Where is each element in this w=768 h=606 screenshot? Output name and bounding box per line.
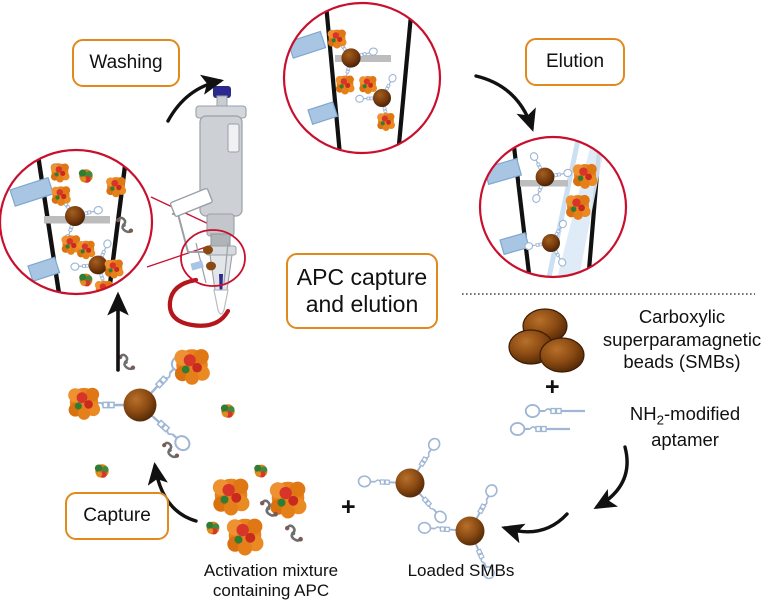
legend-aptamer-sub: 2	[656, 412, 665, 428]
step-box-capture[interactable]: Capture	[65, 492, 169, 540]
arrows-layer	[107, 74, 629, 544]
magnet-ring	[167, 277, 231, 328]
label-activation-mixture: Activation mixture containing APC	[178, 561, 364, 602]
step-label-elution: Elution	[545, 50, 605, 72]
legend-smb-line2: superparamagnetic	[602, 328, 762, 350]
activation-mixture-line1: Activation mixture	[203, 561, 339, 580]
legend-aptamer-rest: -modified	[664, 403, 741, 424]
step-box-apc-capture-elution[interactable]: APC capture and elution	[286, 253, 438, 329]
inset-top	[282, 1, 442, 155]
legend-smb-line1: Carboxylic	[638, 306, 726, 327]
loaded-smbs-line1: Loaded SMBs	[407, 561, 515, 580]
smb-icon	[508, 308, 585, 373]
center-box-line1: APC capture	[296, 263, 428, 290]
legend-aptamer-line1: NH2-modified	[610, 403, 760, 429]
legend-aptamer-nh: NH	[629, 403, 657, 424]
legend-smb-line3: beads (SMBs)	[623, 351, 741, 373]
step-box-washing[interactable]: Washing	[72, 39, 180, 87]
label-loaded-smbs: Loaded SMBs	[381, 561, 541, 581]
step-label-washing: Washing	[89, 51, 163, 73]
step-box-elution[interactable]: Elution	[525, 38, 625, 86]
loaded-smbs-illustration	[357, 435, 500, 582]
legend-aptamer-line2: aptamer	[651, 428, 719, 450]
arrow-legend-to-loaded	[593, 445, 629, 510]
inset-elution	[478, 135, 628, 279]
legend-graphics	[462, 293, 755, 437]
step-label-capture: Capture	[83, 504, 151, 526]
arrow-to-elution-inset	[474, 74, 536, 132]
legend-label-aptamer: NH2-modified aptamer	[610, 403, 760, 451]
arrow-loaded-to-capture	[501, 512, 569, 544]
pipette-illustration	[167, 86, 247, 328]
activation-mixture-illustration	[206, 464, 307, 556]
center-box-line2: and elution	[305, 291, 419, 317]
aptamer-icon	[509, 403, 587, 437]
bottom-plus-symbol: +	[341, 493, 356, 521]
arrow-to-pipette	[166, 74, 224, 123]
activation-mixture-line2: containing APC	[212, 581, 330, 601]
smb-apc-complex	[68, 349, 235, 478]
legend-plus-symbol: +	[545, 373, 560, 401]
legend-label-smb: Carboxylic superparamagnetic beads (SMBs…	[598, 306, 766, 374]
inset-washing	[0, 148, 214, 296]
